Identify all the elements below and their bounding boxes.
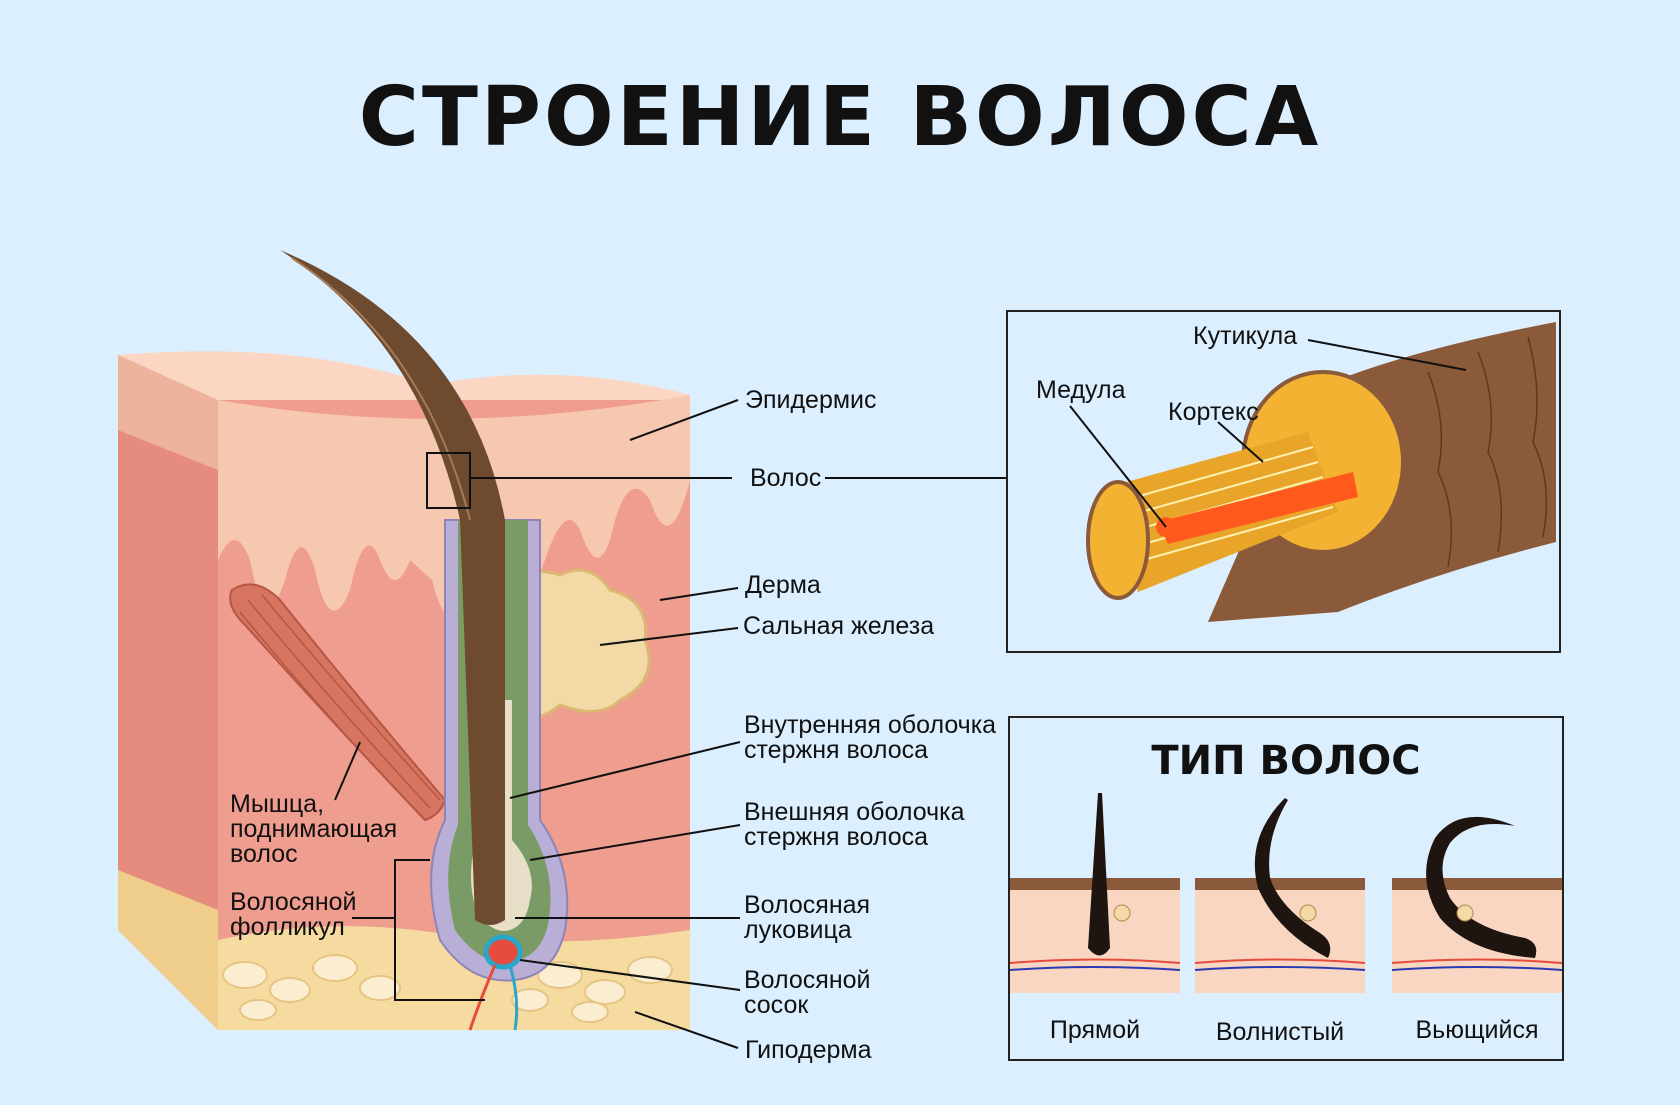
skin-side-epidermis [118, 355, 218, 470]
hair-front-face [1086, 480, 1150, 600]
hair-types-drawings [1010, 793, 1562, 993]
straight-hair-illustration [1010, 793, 1181, 993]
label-epidermis: Эпидермис [745, 386, 877, 414]
label-hair-follicle: Волосяной фолликул [230, 888, 357, 941]
label-curly: Вьющийся [1415, 1016, 1539, 1044]
follicle-bracket [394, 859, 485, 1001]
label-inner-root-sheath: Внутренняя оболочка стержня волоса [744, 711, 997, 764]
label-hair-papilla: Волосяной сосок [744, 966, 871, 1019]
label-medulla: Медула [1036, 376, 1126, 404]
label-arrector-muscle: Мышца, поднимающая волос [230, 790, 398, 868]
cross-section-leader-lines [1069, 339, 1467, 528]
label-hypodermis: Гиподерма [745, 1036, 872, 1064]
label-hair-bulb: Волосяная луковица [744, 891, 871, 944]
hair-cross-section-panel: Кутикула Медула Кортекс [1006, 310, 1561, 653]
label-cortex: Кортекс [1168, 398, 1259, 426]
hair-cross-section-drawing [1086, 322, 1556, 622]
label-hair: Волос [750, 464, 822, 492]
hair-types-title: ТИП ВОЛОС [1151, 738, 1421, 784]
medulla-shape [1158, 472, 1358, 544]
label-cuticle: Кутикула [1193, 322, 1298, 350]
skin-cross-section [118, 250, 690, 1031]
page-title: СТРОЕНИЕ ВОЛОСА [358, 70, 1322, 165]
hair-types-panel: ТИП ВОЛОС Прямой [1008, 716, 1564, 1061]
curly-hair-illustration [1391, 816, 1562, 993]
skin-side-face [118, 355, 218, 1030]
skin-top-surface [118, 351, 690, 400]
skin-side-hypodermis [118, 870, 218, 1030]
wavy-hair-illustration [1194, 798, 1366, 993]
hypodermis-layer [218, 926, 690, 1030]
label-dermis: Дерма [745, 571, 821, 599]
hair-magnifier-box [426, 452, 471, 509]
label-outer-root-sheath: Внешняя оболочка стержня волоса [744, 798, 965, 851]
label-sebaceous-gland: Сальная железа [743, 612, 935, 640]
hair-papilla-shape [483, 934, 523, 970]
label-wavy: Волнистый [1215, 1018, 1345, 1046]
label-straight: Прямой [1049, 1016, 1141, 1044]
hair-shaft-shape [280, 250, 505, 925]
epidermis-layer [218, 395, 690, 618]
